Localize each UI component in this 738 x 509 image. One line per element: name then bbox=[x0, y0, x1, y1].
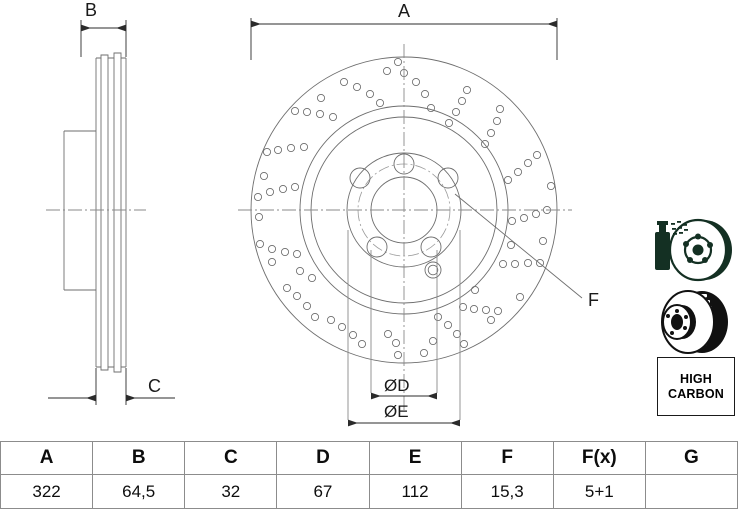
table-header-row: A B C D E F F(x) G bbox=[0, 441, 738, 475]
dimension-label-c: C bbox=[148, 376, 161, 396]
dimension-c bbox=[48, 368, 175, 405]
table-header-g: G bbox=[644, 441, 738, 475]
table-header-b: B bbox=[92, 441, 186, 475]
leader-line-f bbox=[454, 193, 583, 299]
table-value-d: 67 bbox=[276, 474, 370, 509]
table-value-e: 112 bbox=[368, 474, 462, 509]
locating-pin-hole bbox=[424, 261, 442, 279]
disc-side-view bbox=[63, 52, 127, 373]
dimension-a bbox=[250, 18, 558, 60]
table-value-g bbox=[644, 474, 738, 509]
disc-face-view bbox=[250, 56, 558, 364]
table-header-a: A bbox=[0, 441, 94, 475]
high-carbon-line2: CARBON bbox=[667, 386, 725, 401]
table-value-row: 322 64,5 32 67 112 15,3 5+1 bbox=[0, 474, 738, 509]
table-value-fx: 5+1 bbox=[552, 474, 646, 509]
table-value-a: 322 bbox=[0, 474, 94, 509]
table-header-fx: F(x) bbox=[552, 441, 646, 475]
dimension-diameter-e bbox=[347, 230, 461, 427]
dimension-label-b: B bbox=[85, 0, 98, 20]
spray-coating-disc-icon bbox=[655, 218, 732, 282]
vented-brake-disc-icon bbox=[661, 290, 728, 354]
high-carbon-line1: HIGH bbox=[679, 372, 713, 387]
dimension-diameter-d bbox=[370, 250, 438, 400]
table-header-c: C bbox=[184, 441, 278, 475]
specification-table: A B C D E F F(x) G 322 64,5 32 67 112 15… bbox=[0, 441, 738, 509]
dimension-label-f: F bbox=[588, 290, 599, 310]
dimension-label-a: A bbox=[398, 1, 411, 21]
table-value-b: 64,5 bbox=[92, 474, 186, 509]
dimension-b bbox=[80, 20, 127, 57]
high-carbon-badge: HIGH CARBON bbox=[657, 357, 735, 416]
table-header-f: F bbox=[460, 441, 554, 475]
dimension-label-diameter-d: ØD bbox=[384, 376, 410, 395]
table-header-d: D bbox=[276, 441, 370, 475]
table-value-f: 15,3 bbox=[460, 474, 554, 509]
table-value-c: 32 bbox=[184, 474, 278, 509]
dimension-label-diameter-e: ØE bbox=[384, 402, 409, 421]
drilled-holes bbox=[253, 57, 556, 363]
face-view-centerlines bbox=[238, 44, 572, 410]
table-header-e: E bbox=[368, 441, 462, 475]
